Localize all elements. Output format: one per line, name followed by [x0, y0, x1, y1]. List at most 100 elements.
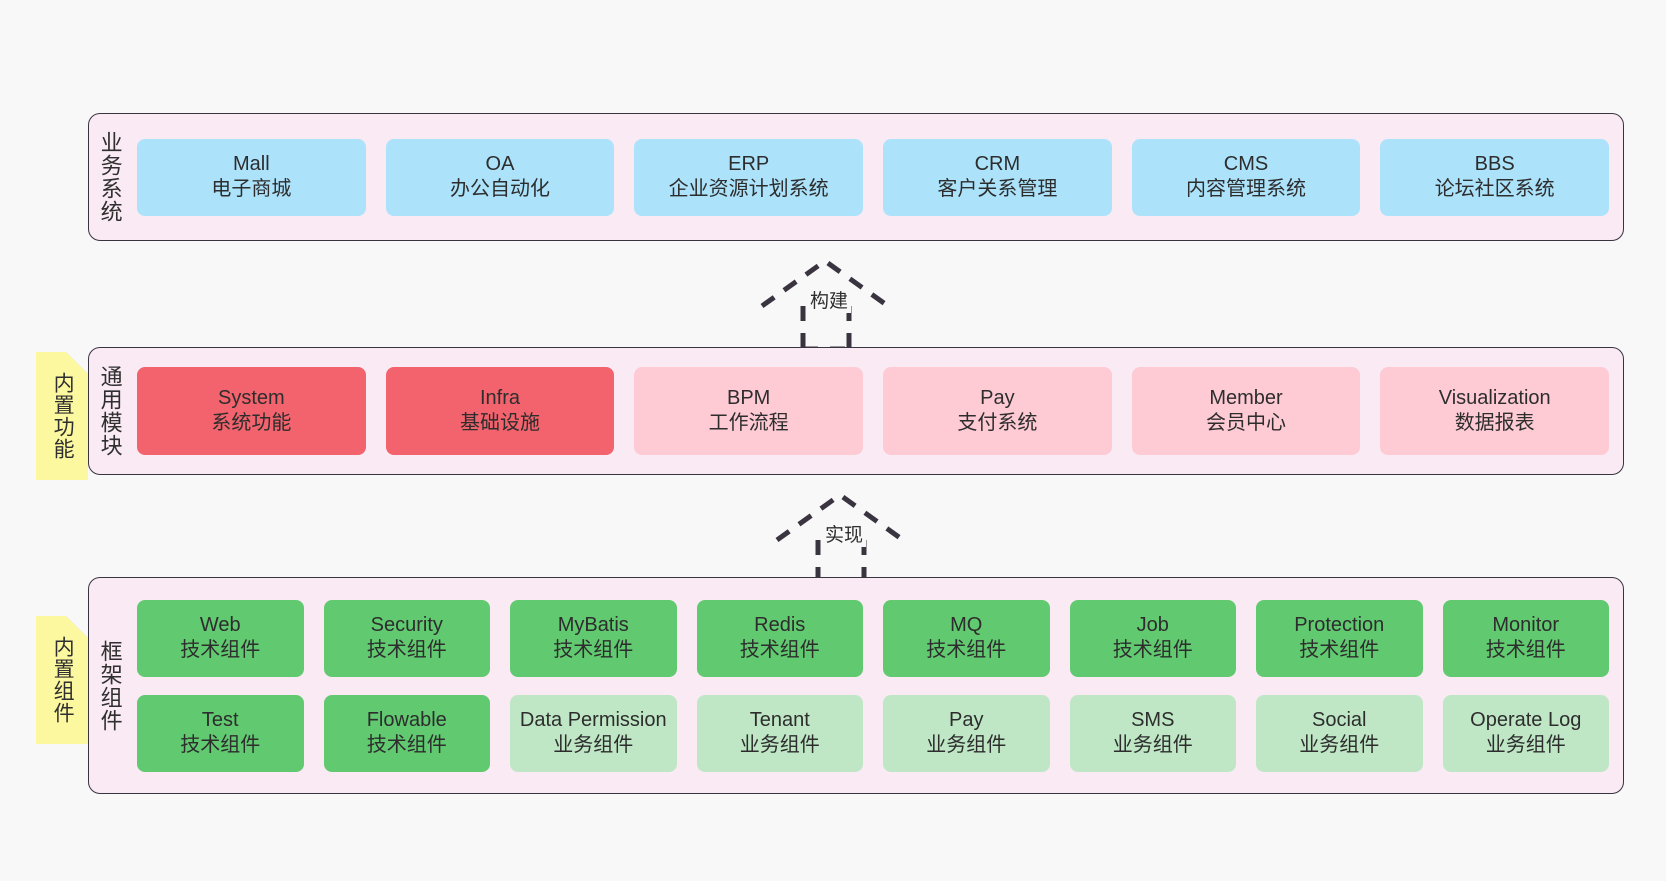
- layer-framework-component: 框架组件 Web 技术组件 Security 技术组件 MyBatis 技术组件…: [88, 577, 1624, 794]
- layer-business-system-body: Mall 电子商城 OA 办公自动化 ERP 企业资源计划系统 CRM 客户关系…: [131, 114, 1623, 240]
- card-subtitle: 技术组件: [366, 734, 447, 756]
- card-monitor[interactable]: Monitor 技术组件: [1442, 599, 1609, 677]
- card-title: Flowable: [366, 709, 447, 732]
- card-subtitle: 业务组件: [739, 734, 820, 756]
- card-subtitle: 电子商城: [211, 178, 292, 200]
- card-subtitle: 业务组件: [1112, 734, 1193, 756]
- card-subtitle: 办公自动化: [450, 178, 550, 200]
- card-protection[interactable]: Protection 技术组件: [1256, 599, 1423, 677]
- card-security[interactable]: Security 技术组件: [323, 599, 490, 677]
- card-visualization[interactable]: Visualization 数据报表: [1380, 367, 1610, 455]
- layer-common-module: 通用模块 System 系统功能 Infra 基础设施 BPM 工作流程 Pay…: [88, 347, 1624, 475]
- card-redis[interactable]: Redis 技术组件: [696, 599, 863, 677]
- card-subtitle: 基础设施: [460, 412, 540, 434]
- card-title: Web: [199, 614, 241, 637]
- card-mybatis[interactable]: MyBatis 技术组件: [510, 599, 677, 677]
- card-subtitle: 业务组件: [926, 734, 1007, 756]
- note-builtin-components-label: 内置组件: [51, 636, 75, 724]
- card-social[interactable]: Social 业务组件: [1256, 694, 1423, 772]
- note-builtin-components: 内置组件: [36, 616, 88, 744]
- card-subtitle: 技术组件: [1485, 639, 1566, 661]
- card-title: MyBatis: [557, 614, 629, 637]
- card-title: Test: [201, 709, 239, 732]
- card-title: Infra: [479, 387, 521, 410]
- card-title: Job: [1136, 614, 1169, 637]
- card-pay-component[interactable]: Pay 业务组件: [883, 694, 1050, 772]
- card-title: Protection: [1294, 614, 1385, 637]
- card-member[interactable]: Member 会员中心: [1131, 367, 1361, 455]
- card-title: SMS: [1131, 709, 1175, 732]
- connector-build-label: 构建: [807, 291, 852, 313]
- card-sms[interactable]: SMS 业务组件: [1069, 694, 1236, 772]
- card-cms[interactable]: CMS 内容管理系统: [1131, 138, 1361, 216]
- card-title: CRM: [974, 153, 1021, 176]
- card-subtitle: 技术组件: [366, 639, 447, 661]
- card-test[interactable]: Test 技术组件: [137, 694, 304, 772]
- card-title: CMS: [1223, 153, 1269, 176]
- card-row: Web 技术组件 Security 技术组件 MyBatis 技术组件 Redi…: [137, 599, 1609, 677]
- card-subtitle: 会员中心: [1206, 412, 1287, 434]
- card-subtitle: 业务组件: [1299, 734, 1380, 756]
- card-subtitle: 内容管理系统: [1186, 178, 1307, 200]
- card-title: Tenant: [749, 709, 810, 732]
- card-subtitle: 技术组件: [739, 639, 820, 661]
- card-subtitle: 支付系统: [957, 412, 1038, 434]
- card-subtitle: 企业资源计划系统: [668, 178, 829, 200]
- card-title: Pay: [949, 709, 984, 732]
- card-subtitle: 技术组件: [180, 639, 261, 661]
- card-subtitle: 技术组件: [926, 639, 1007, 661]
- card-infra[interactable]: Infra 基础设施: [385, 367, 615, 455]
- card-subtitle: 技术组件: [553, 639, 634, 661]
- card-subtitle: 工作流程: [708, 412, 789, 434]
- card-subtitle: 业务组件: [553, 734, 634, 756]
- layer-framework-component-body: Web 技术组件 Security 技术组件 MyBatis 技术组件 Redi…: [131, 578, 1623, 793]
- card-title: Operate Log: [1470, 709, 1582, 732]
- card-erp[interactable]: ERP 企业资源计划系统: [634, 138, 864, 216]
- layer-business-system: 业务系统 Mall 电子商城 OA 办公自动化 ERP 企业资源计划系统 CRM…: [88, 113, 1624, 241]
- card-row: Mall 电子商城 OA 办公自动化 ERP 企业资源计划系统 CRM 客户关系…: [137, 138, 1610, 216]
- card-flowable[interactable]: Flowable 技术组件: [323, 694, 490, 772]
- card-bpm[interactable]: BPM 工作流程: [634, 367, 864, 455]
- card-title: System: [217, 387, 285, 410]
- card-title: Pay: [980, 387, 1015, 410]
- layer-common-module-body: System 系统功能 Infra 基础设施 BPM 工作流程 Pay 支付系统…: [131, 348, 1623, 474]
- card-subtitle: 技术组件: [180, 734, 261, 756]
- connector-implement: 实现: [772, 491, 942, 587]
- card-oa[interactable]: OA 办公自动化: [385, 138, 615, 216]
- card-data-permission[interactable]: Data Permission 业务组件: [510, 694, 677, 772]
- card-mq[interactable]: MQ 技术组件: [883, 599, 1050, 677]
- card-title: MQ: [950, 614, 983, 637]
- connector-implement-label: 实现: [822, 525, 867, 547]
- layer-common-module-title: 通用模块: [97, 365, 123, 457]
- card-title: Member: [1209, 387, 1283, 410]
- card-crm[interactable]: CRM 客户关系管理: [883, 138, 1112, 216]
- card-row: Test 技术组件 Flowable 技术组件 Data Permission …: [137, 694, 1609, 772]
- card-job[interactable]: Job 技术组件: [1069, 599, 1236, 677]
- card-system[interactable]: System 系统功能: [137, 367, 366, 455]
- note-fold-corner-icon: [66, 352, 88, 374]
- card-subtitle: 客户关系管理: [937, 178, 1058, 200]
- note-builtin-features-label: 内置功能: [51, 372, 75, 460]
- card-title: Redis: [754, 614, 806, 637]
- layer-business-system-title: 业务系统: [97, 131, 123, 223]
- card-row: System 系统功能 Infra 基础设施 BPM 工作流程 Pay 支付系统…: [137, 367, 1610, 455]
- card-pay-module[interactable]: Pay 支付系统: [883, 367, 1112, 455]
- card-operate-log[interactable]: Operate Log 业务组件: [1442, 694, 1609, 772]
- card-title: Social: [1312, 709, 1367, 732]
- card-mall[interactable]: Mall 电子商城: [137, 138, 366, 216]
- card-title: Visualization: [1438, 387, 1551, 410]
- card-subtitle: 论坛社区系统: [1434, 178, 1555, 200]
- card-bbs[interactable]: BBS 论坛社区系统: [1380, 138, 1610, 216]
- card-tenant[interactable]: Tenant 业务组件: [696, 694, 863, 772]
- card-web[interactable]: Web 技术组件: [137, 599, 304, 677]
- card-title: Monitor: [1492, 614, 1560, 637]
- card-title: BPM: [727, 387, 771, 410]
- card-subtitle: 数据报表: [1454, 412, 1535, 434]
- card-title: OA: [485, 153, 515, 176]
- note-builtin-features: 内置功能: [36, 352, 88, 480]
- card-subtitle: 技术组件: [1112, 639, 1193, 661]
- card-title: Security: [370, 614, 443, 637]
- card-title: Data Permission: [519, 709, 667, 732]
- connector-build: 构建: [757, 257, 927, 353]
